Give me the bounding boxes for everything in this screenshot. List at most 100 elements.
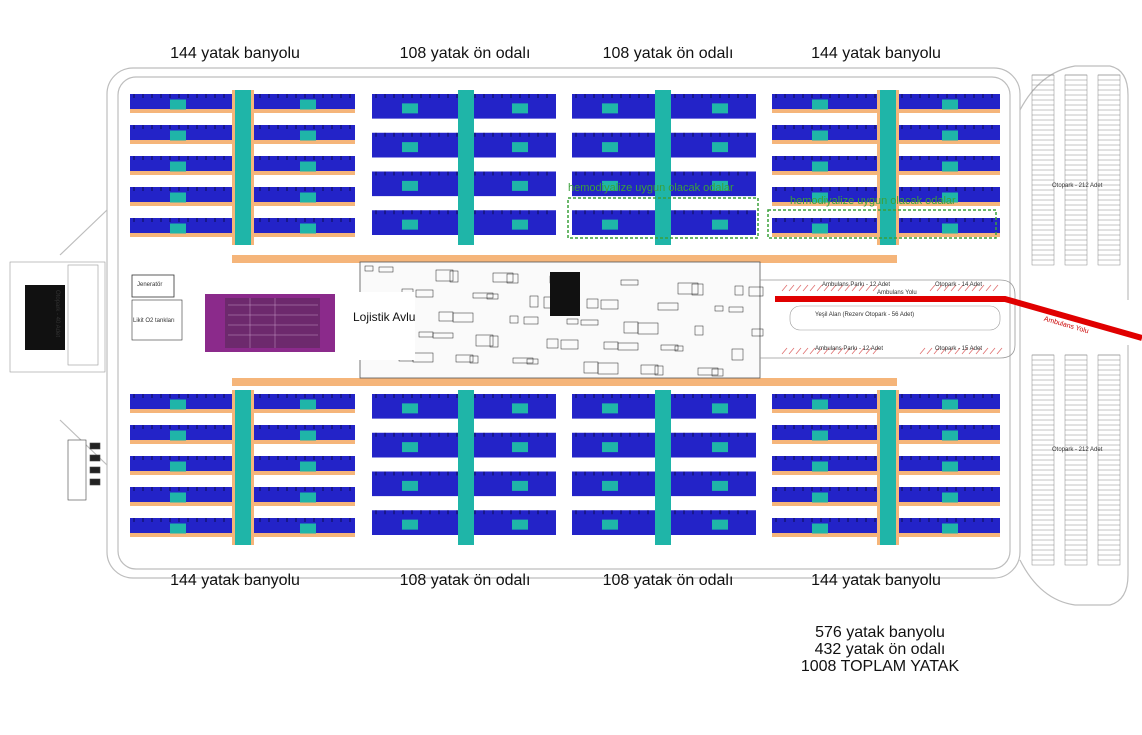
ambulance-road-label: Ambulans Yolu	[877, 290, 917, 296]
right-parking-lots	[1031, 74, 1121, 566]
cad-room	[654, 365, 664, 376]
ambulance-park-slot	[851, 284, 858, 292]
parking-slot	[929, 284, 936, 292]
generator-label: Jeneratör	[137, 282, 163, 288]
cad-room	[660, 344, 679, 351]
ward-teal-room	[812, 130, 828, 141]
ward-spine-edge	[232, 90, 235, 245]
cad-room	[617, 342, 639, 351]
ward-teal-room	[602, 480, 618, 491]
cad-room	[697, 367, 719, 376]
ambulance-park-slot	[858, 347, 865, 355]
bed-summary: 576 yatak banyolu 432 yatak ön odalı 100…	[801, 624, 959, 675]
ward-spine	[235, 390, 251, 545]
ambulance-park-slot	[823, 284, 830, 292]
cad-room	[452, 312, 474, 323]
parking-slot	[985, 284, 992, 292]
central-services-block	[335, 261, 764, 379]
cad-room	[677, 282, 699, 295]
hemodialysis-box-2	[767, 209, 997, 239]
cad-room	[600, 299, 619, 310]
ward-teal-room	[942, 523, 958, 534]
ambulance-park-slot	[844, 347, 851, 355]
cad-room	[455, 354, 474, 363]
parking-40-label: Otopark - 40 Adet	[54, 290, 60, 338]
ward-teal-room	[942, 492, 958, 503]
cad-room	[597, 362, 619, 375]
cad-room	[529, 295, 539, 308]
wing-title-top-1: 144 yatak banyolu	[170, 45, 300, 62]
ward-teal-room	[812, 99, 828, 110]
ward-teal-room	[712, 142, 728, 153]
ambulance-park-slot	[872, 347, 879, 355]
ward-teal-room	[512, 103, 528, 114]
cad-room	[714, 305, 724, 312]
ambulance-park-slot	[809, 347, 816, 355]
ward-teal-room	[602, 103, 618, 114]
ward-teal-room	[402, 442, 418, 453]
corridor-top	[232, 255, 897, 263]
ward-teal-room	[402, 403, 418, 414]
ward-teal-room	[512, 403, 528, 414]
cad-room	[640, 364, 659, 375]
ambulance-park-slot	[872, 284, 879, 292]
parking-slot	[989, 347, 996, 355]
wing-title-bottom-3: 108 yatak ön odalı	[602, 572, 734, 589]
parking-slot	[971, 284, 978, 292]
ward-teal-room	[812, 399, 828, 410]
ward-teal-room	[300, 523, 316, 534]
parking-slot	[933, 347, 940, 355]
parking-slot	[919, 347, 926, 355]
ward-teal-room	[300, 223, 316, 234]
ward-teal-room	[512, 142, 528, 153]
ambulance-park-slot	[851, 347, 858, 355]
ward-teal-room	[712, 442, 728, 453]
ambulance-park-slot	[816, 347, 823, 355]
cad-room	[492, 272, 514, 283]
ambulance-park-slot	[865, 284, 872, 292]
cad-room	[435, 269, 454, 282]
wing-title-bottom-1: 144 yatak banyolu	[170, 572, 300, 589]
logistics-yard-area	[335, 292, 415, 360]
ward-spine-edge	[232, 390, 235, 545]
o2-tank-area	[131, 299, 183, 341]
ward-teal-room	[712, 480, 728, 491]
cad-room	[469, 355, 479, 364]
ward-teal-room	[942, 223, 958, 234]
ward-teal-room	[712, 180, 728, 191]
ambulance-park-slot	[781, 347, 788, 355]
ward-teal-room	[942, 130, 958, 141]
ambulance-park-bottom-label: Ambulans Parkı - 12 Adet	[815, 346, 884, 352]
cad-room	[449, 270, 459, 283]
cad-room	[506, 273, 519, 284]
ward-teal-room	[402, 219, 418, 230]
ward-teal-room	[402, 142, 418, 153]
ward-teal-room	[602, 442, 618, 453]
ambulance-park-slot	[795, 347, 802, 355]
wing-title-bottom-2: 108 yatak ön odalı	[399, 572, 531, 589]
ward-teal-room	[512, 219, 528, 230]
ward-teal-room	[170, 523, 186, 534]
ward-teal-room	[300, 399, 316, 410]
parking-212-top-label: Otopark - 212 Adet	[1052, 183, 1103, 189]
ward-spine-edge	[877, 90, 880, 245]
wing-title-top-2: 108 yatak ön odalı	[399, 45, 531, 62]
top-wing-1	[130, 90, 355, 245]
ward-teal-room	[402, 519, 418, 530]
ward-teal-room	[712, 103, 728, 114]
cad-room	[748, 286, 764, 297]
ward-teal-room	[942, 430, 958, 441]
parking-slot	[954, 347, 961, 355]
parking-slot	[975, 347, 982, 355]
cad-room	[580, 319, 599, 326]
cad-room	[620, 279, 639, 286]
ward-teal-room	[942, 399, 958, 410]
logistics-building	[205, 294, 335, 352]
cad-room	[432, 332, 454, 339]
cad-room	[728, 306, 744, 313]
ward-teal-room	[512, 442, 528, 453]
ward-teal-room	[300, 192, 316, 203]
summary-bathroom-beds: 576 yatak banyolu	[815, 624, 945, 641]
parking-slot	[996, 347, 1003, 355]
ward-teal-room	[300, 161, 316, 172]
